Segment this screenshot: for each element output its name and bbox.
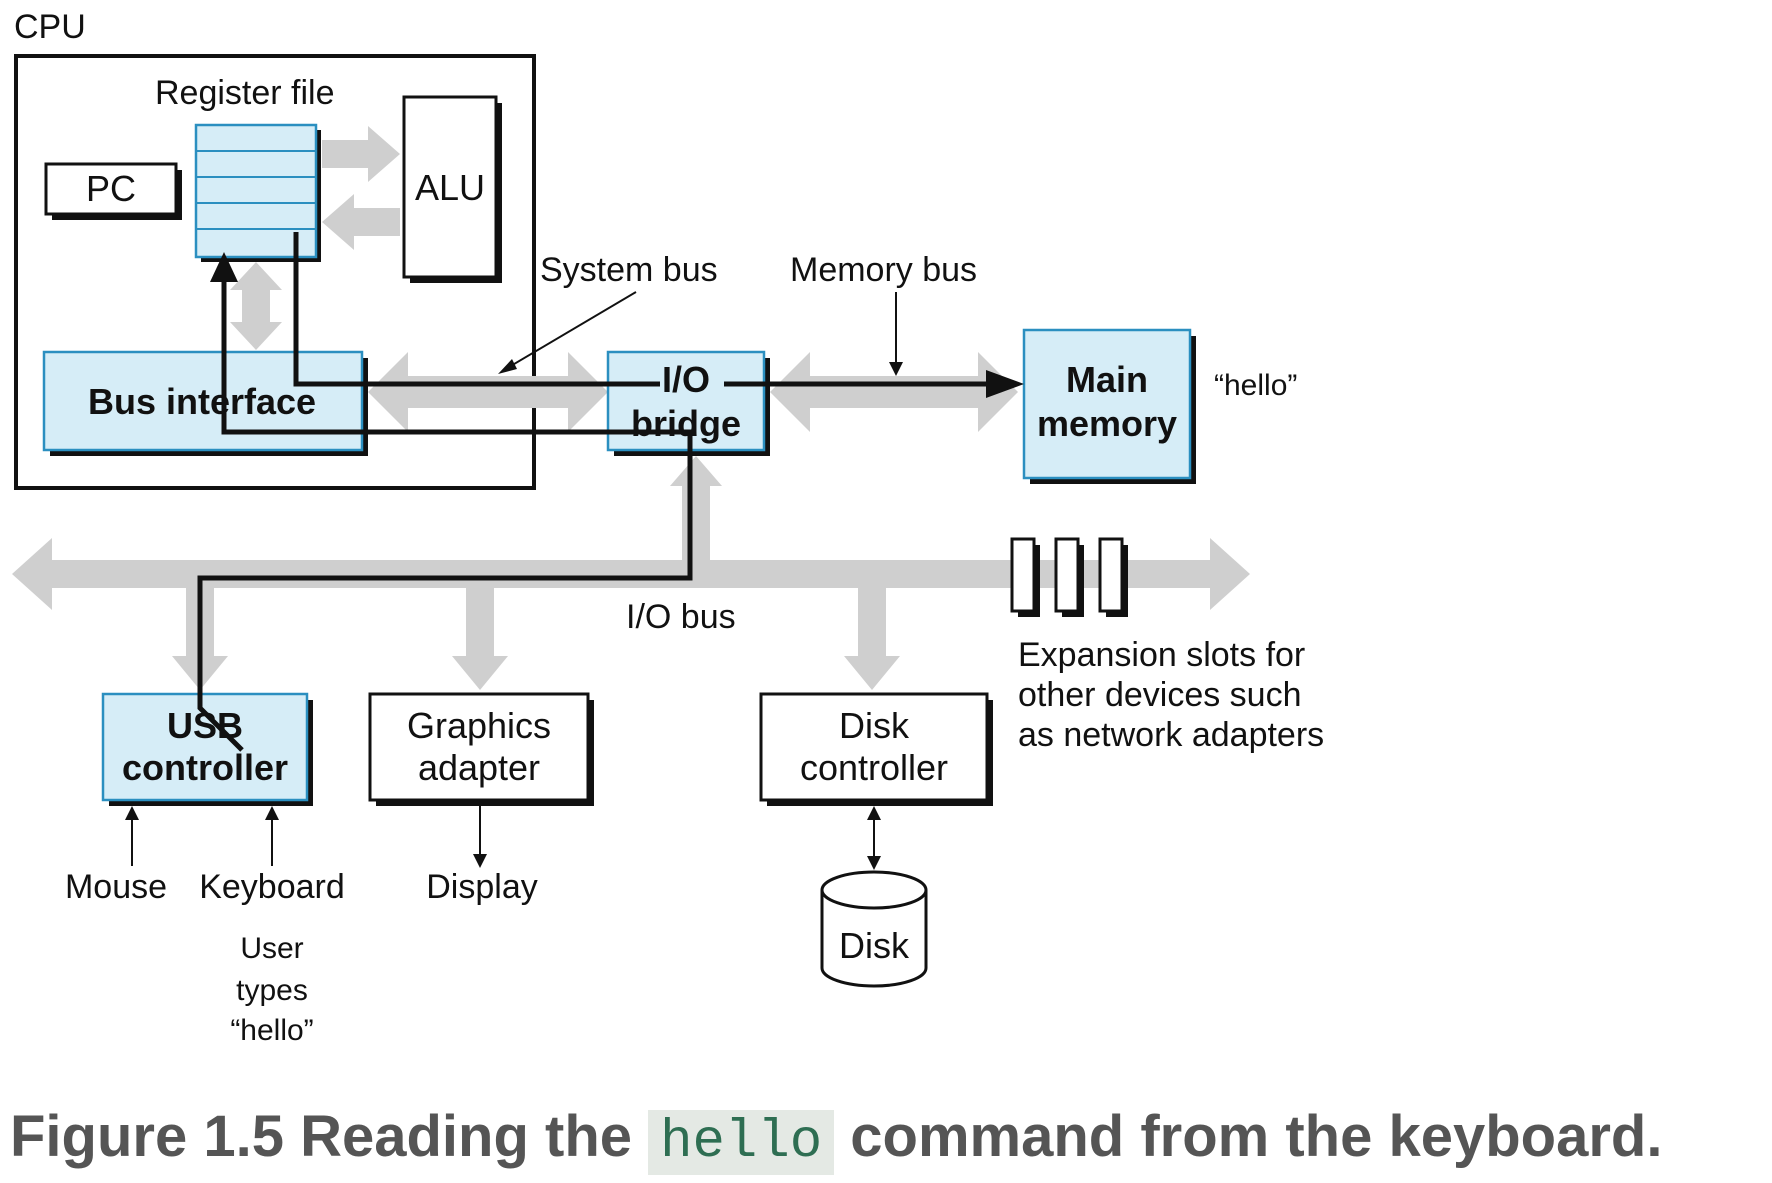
io-bridge-down-arrow (670, 456, 722, 570)
io-bus-label: I/O bus (626, 598, 736, 636)
caption-code: hello (648, 1110, 835, 1175)
expansion-label-1: Expansion slots for (1018, 636, 1305, 674)
usb-label-2: controller (122, 747, 288, 788)
keyboard-arrow-head (265, 806, 279, 820)
disk-controller-label-2: controller (800, 747, 948, 788)
disk-controller-down-arrow (844, 588, 900, 690)
bus-interface-label: Bus interface (88, 381, 316, 422)
mouse-arrow-head (125, 806, 139, 820)
pc-label: PC (86, 168, 136, 209)
alu-to-regfile-arrow (322, 194, 400, 250)
graphics-label-2: adapter (418, 747, 540, 788)
disk-arrow-head-down (867, 856, 881, 870)
system-bus-pointer (503, 291, 637, 371)
usb-controller: USB controller (101, 692, 313, 806)
graphics-adapter: Graphics adapter (368, 692, 594, 806)
regfile-to-alu-arrow (322, 126, 400, 182)
memory-bus (770, 352, 1018, 432)
caption-text-before: Figure 1.5 Reading the (10, 1104, 649, 1169)
user-label-2: types (236, 974, 308, 1007)
expansion-slots (1010, 537, 1128, 617)
memory-path-arrowhead (986, 370, 1024, 398)
main-memory-label-1: Main (1066, 359, 1148, 400)
register-file-label: Register file (155, 74, 335, 112)
disk-label: Disk (839, 925, 910, 966)
expansion-label-3: as network adapters (1018, 716, 1324, 754)
graphics-label-1: Graphics (407, 705, 551, 746)
disk-arrow-head-up (867, 806, 881, 820)
disk-controller: Disk controller (759, 692, 993, 806)
register-file (194, 123, 321, 262)
hardware-diagram: CPU Register file PC ALU Bus interface S… (12, 8, 1324, 1047)
data-path-arrowhead (210, 252, 238, 282)
memory-bus-label: Memory bus (790, 251, 977, 289)
disk-controller-label-1: Disk (839, 705, 910, 746)
keyboard-label: Keyboard (199, 868, 345, 906)
data-path-keyboard-to-regfile (197, 278, 693, 752)
memory-bus-pointer-head (889, 362, 903, 376)
bus-interface: Bus interface (42, 350, 368, 456)
cpu-label: CPU (14, 8, 86, 46)
user-label-3: “hello” (230, 1014, 313, 1047)
disk: Disk (820, 870, 928, 988)
alu: ALU (402, 95, 502, 283)
display-label: Display (426, 868, 537, 906)
expansion-label-2: other devices such (1018, 676, 1302, 714)
hello-memory-label: “hello” (1214, 369, 1297, 402)
user-label-1: User (240, 932, 303, 965)
io-bus (12, 538, 1250, 610)
figure-caption: Figure 1.5 Reading the hello command fro… (10, 1097, 1770, 1177)
alu-label: ALU (415, 167, 485, 208)
regfile-bus-interface-arrow (230, 262, 282, 350)
pc-register: PC (44, 162, 182, 220)
graphics-down-arrow (452, 588, 508, 690)
main-memory: Main memory (1022, 328, 1196, 484)
system-bus-pointer-head (498, 359, 517, 374)
display-arrow-head (473, 854, 487, 868)
data-path-regfile-to-memory (293, 232, 660, 387)
io-bridge-label-2: bridge (631, 403, 741, 444)
cpu-boundary (14, 54, 536, 490)
mouse-label: Mouse (65, 868, 167, 906)
io-bridge-label-1: I/O (662, 359, 710, 400)
main-memory-label-2: memory (1037, 403, 1177, 444)
system-bus-label: System bus (540, 251, 718, 289)
system-bus (368, 352, 608, 432)
caption-text-after: command from the keyboard. (834, 1104, 1663, 1169)
